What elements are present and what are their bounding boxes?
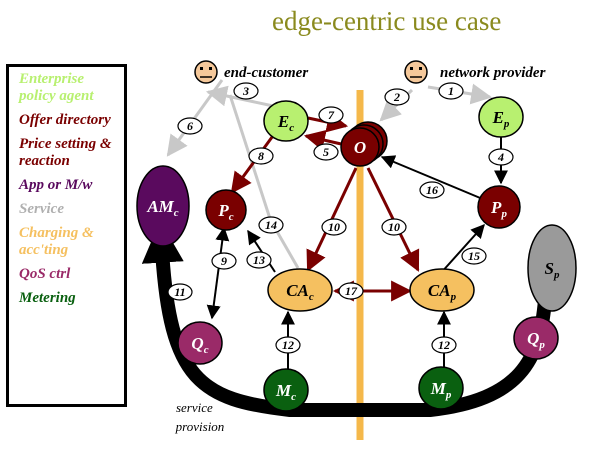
step-badge-2: 2 [384, 88, 410, 106]
svg-text:4: 4 [497, 150, 504, 164]
step-badge-1: 1 [438, 82, 464, 100]
node-CAc: CAc [267, 268, 333, 312]
service-provision-path [141, 220, 552, 417]
actor-network-provider: network provider [440, 65, 546, 81]
svg-text:Qc: Qc [191, 334, 208, 356]
svg-text:Ec: Ec [277, 112, 294, 134]
svg-text:13: 13 [253, 253, 265, 267]
svg-text:10: 10 [388, 220, 400, 234]
legend-item-enterprise-policy-agent: Enterprise policy agent [19, 71, 94, 104]
step-badge-10-left: 10 [321, 218, 347, 236]
svg-text:10: 10 [328, 220, 340, 234]
legend-item-charging: Charging & acc'ting [19, 225, 94, 258]
step-badge-4: 4 [488, 148, 514, 166]
node-Qp: Qp [513, 316, 559, 360]
legend-item-qos-ctrl: QoS ctrl [19, 266, 71, 282]
node-Qc: Qc [177, 321, 223, 365]
step-badge-5: 5 [313, 143, 339, 161]
step-badge-10-right: 10 [381, 218, 407, 236]
svg-text:Mp: Mp [430, 379, 452, 401]
edge-15 [439, 223, 485, 275]
edge-16 [380, 155, 486, 201]
node-Pc: Pc [205, 189, 247, 231]
legend-item-metering: Metering [19, 290, 76, 306]
step-badge-12-left: 12 [275, 336, 301, 354]
svg-text:14: 14 [265, 218, 277, 232]
edge-13 [247, 229, 276, 273]
svg-text:Sp: Sp [545, 259, 560, 281]
svg-text:Qp: Qp [527, 329, 545, 351]
svg-text:O: O [354, 138, 366, 157]
step-badge-13: 13 [246, 251, 272, 269]
edge-3 [205, 85, 279, 109]
svg-text:1: 1 [448, 84, 454, 98]
step-badge-12-right: 12 [431, 336, 457, 354]
diagram-title: edge-centric use case [272, 6, 502, 36]
edge-14 [273, 227, 300, 269]
svg-text:11: 11 [174, 285, 185, 299]
svg-text:2: 2 [393, 90, 400, 104]
end-customer-face-icon [194, 60, 218, 84]
svg-text:AMc: AMc [146, 197, 178, 219]
node-Mp: Mp [418, 366, 464, 410]
node-O: O [340, 121, 388, 167]
step-badge-3: 3 [233, 82, 259, 100]
step-badge-7: 7 [318, 106, 344, 124]
svg-text:Pp: Pp [490, 198, 507, 220]
edge-6 [166, 79, 224, 157]
network-provider-face-icon [404, 60, 428, 84]
svg-text:CAc: CAc [286, 281, 314, 303]
legend-item-app: App or M/w [19, 177, 93, 193]
svg-text:9: 9 [221, 254, 227, 268]
svg-text:5: 5 [323, 145, 329, 159]
node-CAp: CAp [409, 268, 475, 312]
actor-end-customer: end-customer [224, 65, 308, 81]
node-AMc: AMc [136, 165, 190, 247]
step-badge-14: 14 [258, 216, 284, 234]
edge-9 [206, 226, 230, 320]
node-Sp: Sp [527, 224, 577, 312]
step-badge-11: 11 [167, 283, 193, 301]
step-badge-16: 16 [419, 181, 445, 199]
node-Ep: Ep [478, 96, 524, 138]
node-Pp: Pp [477, 185, 521, 229]
svg-text:12: 12 [282, 338, 294, 352]
legend-item-offer-directory: Offer directory [19, 112, 111, 128]
legend-item-service: Service [19, 201, 64, 217]
node-Mc: Mc [263, 368, 309, 412]
svg-text:16: 16 [426, 183, 438, 197]
svg-text:7: 7 [328, 108, 335, 122]
svg-text:15: 15 [468, 249, 480, 263]
step-badge-15: 15 [461, 247, 487, 265]
svg-text:Ep: Ep [492, 108, 510, 130]
legend: Enterprise policy agent Offer directory … [6, 64, 127, 407]
svg-text:CAp: CAp [428, 281, 457, 303]
svg-text:8: 8 [258, 149, 264, 163]
legend-item-price-setting: Price setting & reaction [19, 136, 112, 169]
svg-text:6: 6 [187, 119, 193, 133]
step-badge-8: 8 [248, 147, 274, 165]
service-provision-label: service provision [175, 400, 225, 434]
svg-text:Pc: Pc [217, 201, 233, 223]
step-badge-6: 6 [177, 117, 203, 135]
svg-text:12: 12 [438, 338, 450, 352]
node-Ec: Ec [263, 100, 309, 142]
svg-text:3: 3 [242, 84, 249, 98]
svg-text:17: 17 [345, 284, 358, 298]
step-badge-9: 9 [211, 252, 237, 270]
step-badge-17: 17 [338, 282, 364, 300]
svg-text:Mc: Mc [275, 381, 296, 403]
